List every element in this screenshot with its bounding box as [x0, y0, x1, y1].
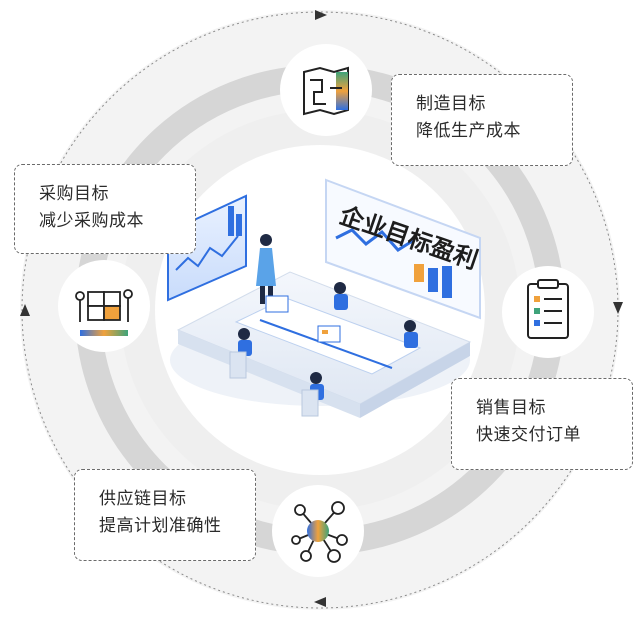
goal-board: 企业目标盈利	[325, 178, 481, 320]
supply-chain-goal-title: 供应链目标	[99, 489, 187, 509]
procurement-goal-callout: 采购目标 减少采购成本	[14, 164, 196, 254]
orbit-arrow-left	[20, 304, 30, 316]
supply-chain-goal-desc: 提高计划准确性	[99, 516, 222, 536]
sales-goal-callout: 销售目标 快速交付订单	[451, 378, 633, 470]
office-scene-illustration: 企业目标盈利	[167, 178, 481, 418]
orbit-arrow-bottom	[314, 597, 326, 607]
clipboard-checklist-icon	[502, 266, 594, 358]
orbit-arrow-right	[613, 302, 623, 314]
manufacturing-goal-title: 制造目标	[416, 94, 486, 114]
manufacturing-goal-desc: 降低生产成本	[416, 121, 521, 141]
supply-chain-goal-callout: 供应链目标 提高计划准确性	[74, 469, 256, 561]
sales-goal-desc: 快速交付订单	[476, 425, 581, 445]
wall-monitor-left	[167, 194, 247, 302]
procurement-goal-title: 采购目标	[39, 184, 109, 204]
network-nodes-icon	[272, 485, 364, 577]
chairs	[229, 351, 319, 417]
flowchart-map-icon	[280, 44, 372, 136]
manufacturing-goal-callout: 制造目标 降低生产成本	[391, 74, 573, 166]
desk-screens	[265, 295, 341, 343]
procurement-goal-desc: 减少采购成本	[39, 211, 144, 231]
orbit-arrow-top	[315, 10, 327, 20]
presenter-figure	[256, 234, 276, 304]
puzzle-team-icon	[58, 260, 150, 352]
sales-goal-title: 销售目标	[476, 398, 546, 418]
